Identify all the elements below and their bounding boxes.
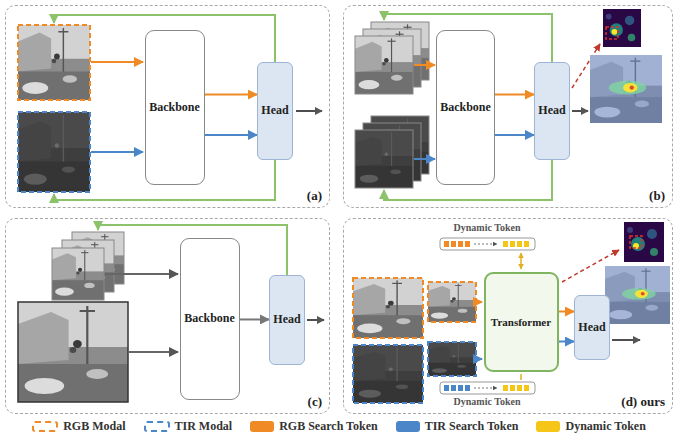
head-box: Head xyxy=(269,275,305,365)
panel-frame: (d) ours Transformer Head xyxy=(343,218,673,414)
box-label: Head xyxy=(538,103,565,118)
head-box: Head xyxy=(534,62,570,160)
panel-label: (b) xyxy=(649,188,665,204)
feature-arrow xyxy=(559,341,575,343)
feature-arrow xyxy=(205,134,258,136)
feature-arrow xyxy=(495,94,534,96)
box-label: Backbone xyxy=(149,100,200,115)
legend-swatch xyxy=(536,421,560,432)
backbone-box: Backbone xyxy=(436,30,495,185)
legend-text: TIR Search Token xyxy=(425,419,519,433)
token-label: Dynamic Token xyxy=(454,396,521,408)
legend-swatch xyxy=(396,421,420,432)
head-box: Head xyxy=(574,295,610,360)
backbone-box: Backbone xyxy=(145,30,205,185)
box-label: Head xyxy=(578,320,605,335)
feature-arrow xyxy=(559,311,575,313)
legend-swatch xyxy=(250,421,274,432)
backbone-box: Backbone xyxy=(180,238,240,400)
legend-text: RGB Modal xyxy=(63,419,125,433)
legend-text: Dynamic Token xyxy=(565,419,645,433)
panel-label: (c) xyxy=(308,394,322,410)
legend-text: RGB Search Token xyxy=(279,419,377,433)
legend-sample xyxy=(32,421,58,432)
head-box: Head xyxy=(257,62,293,160)
box-label: Backbone xyxy=(440,100,491,115)
transformer-box: Transformer xyxy=(484,272,559,372)
panel-label: (a) xyxy=(307,188,322,204)
feature-arrow xyxy=(240,318,270,320)
box-label: Transformer xyxy=(491,316,551,328)
box-label: Head xyxy=(273,312,300,327)
box-label: Backbone xyxy=(184,311,235,326)
panel-frame: (c) Backbone Head xyxy=(5,218,330,414)
panel-label: (d) ours xyxy=(621,394,665,410)
feature-arrow xyxy=(495,134,534,136)
token-label: Dynamic Token xyxy=(454,222,521,234)
box-label: Head xyxy=(261,103,288,118)
panel-frame: (a) Backbone Head xyxy=(5,5,330,208)
feature-arrow xyxy=(205,94,258,96)
legend-text: TIR Modal xyxy=(175,419,233,433)
panel-frame: (b) Backbone Head xyxy=(343,5,673,208)
legend-sample xyxy=(144,421,170,432)
